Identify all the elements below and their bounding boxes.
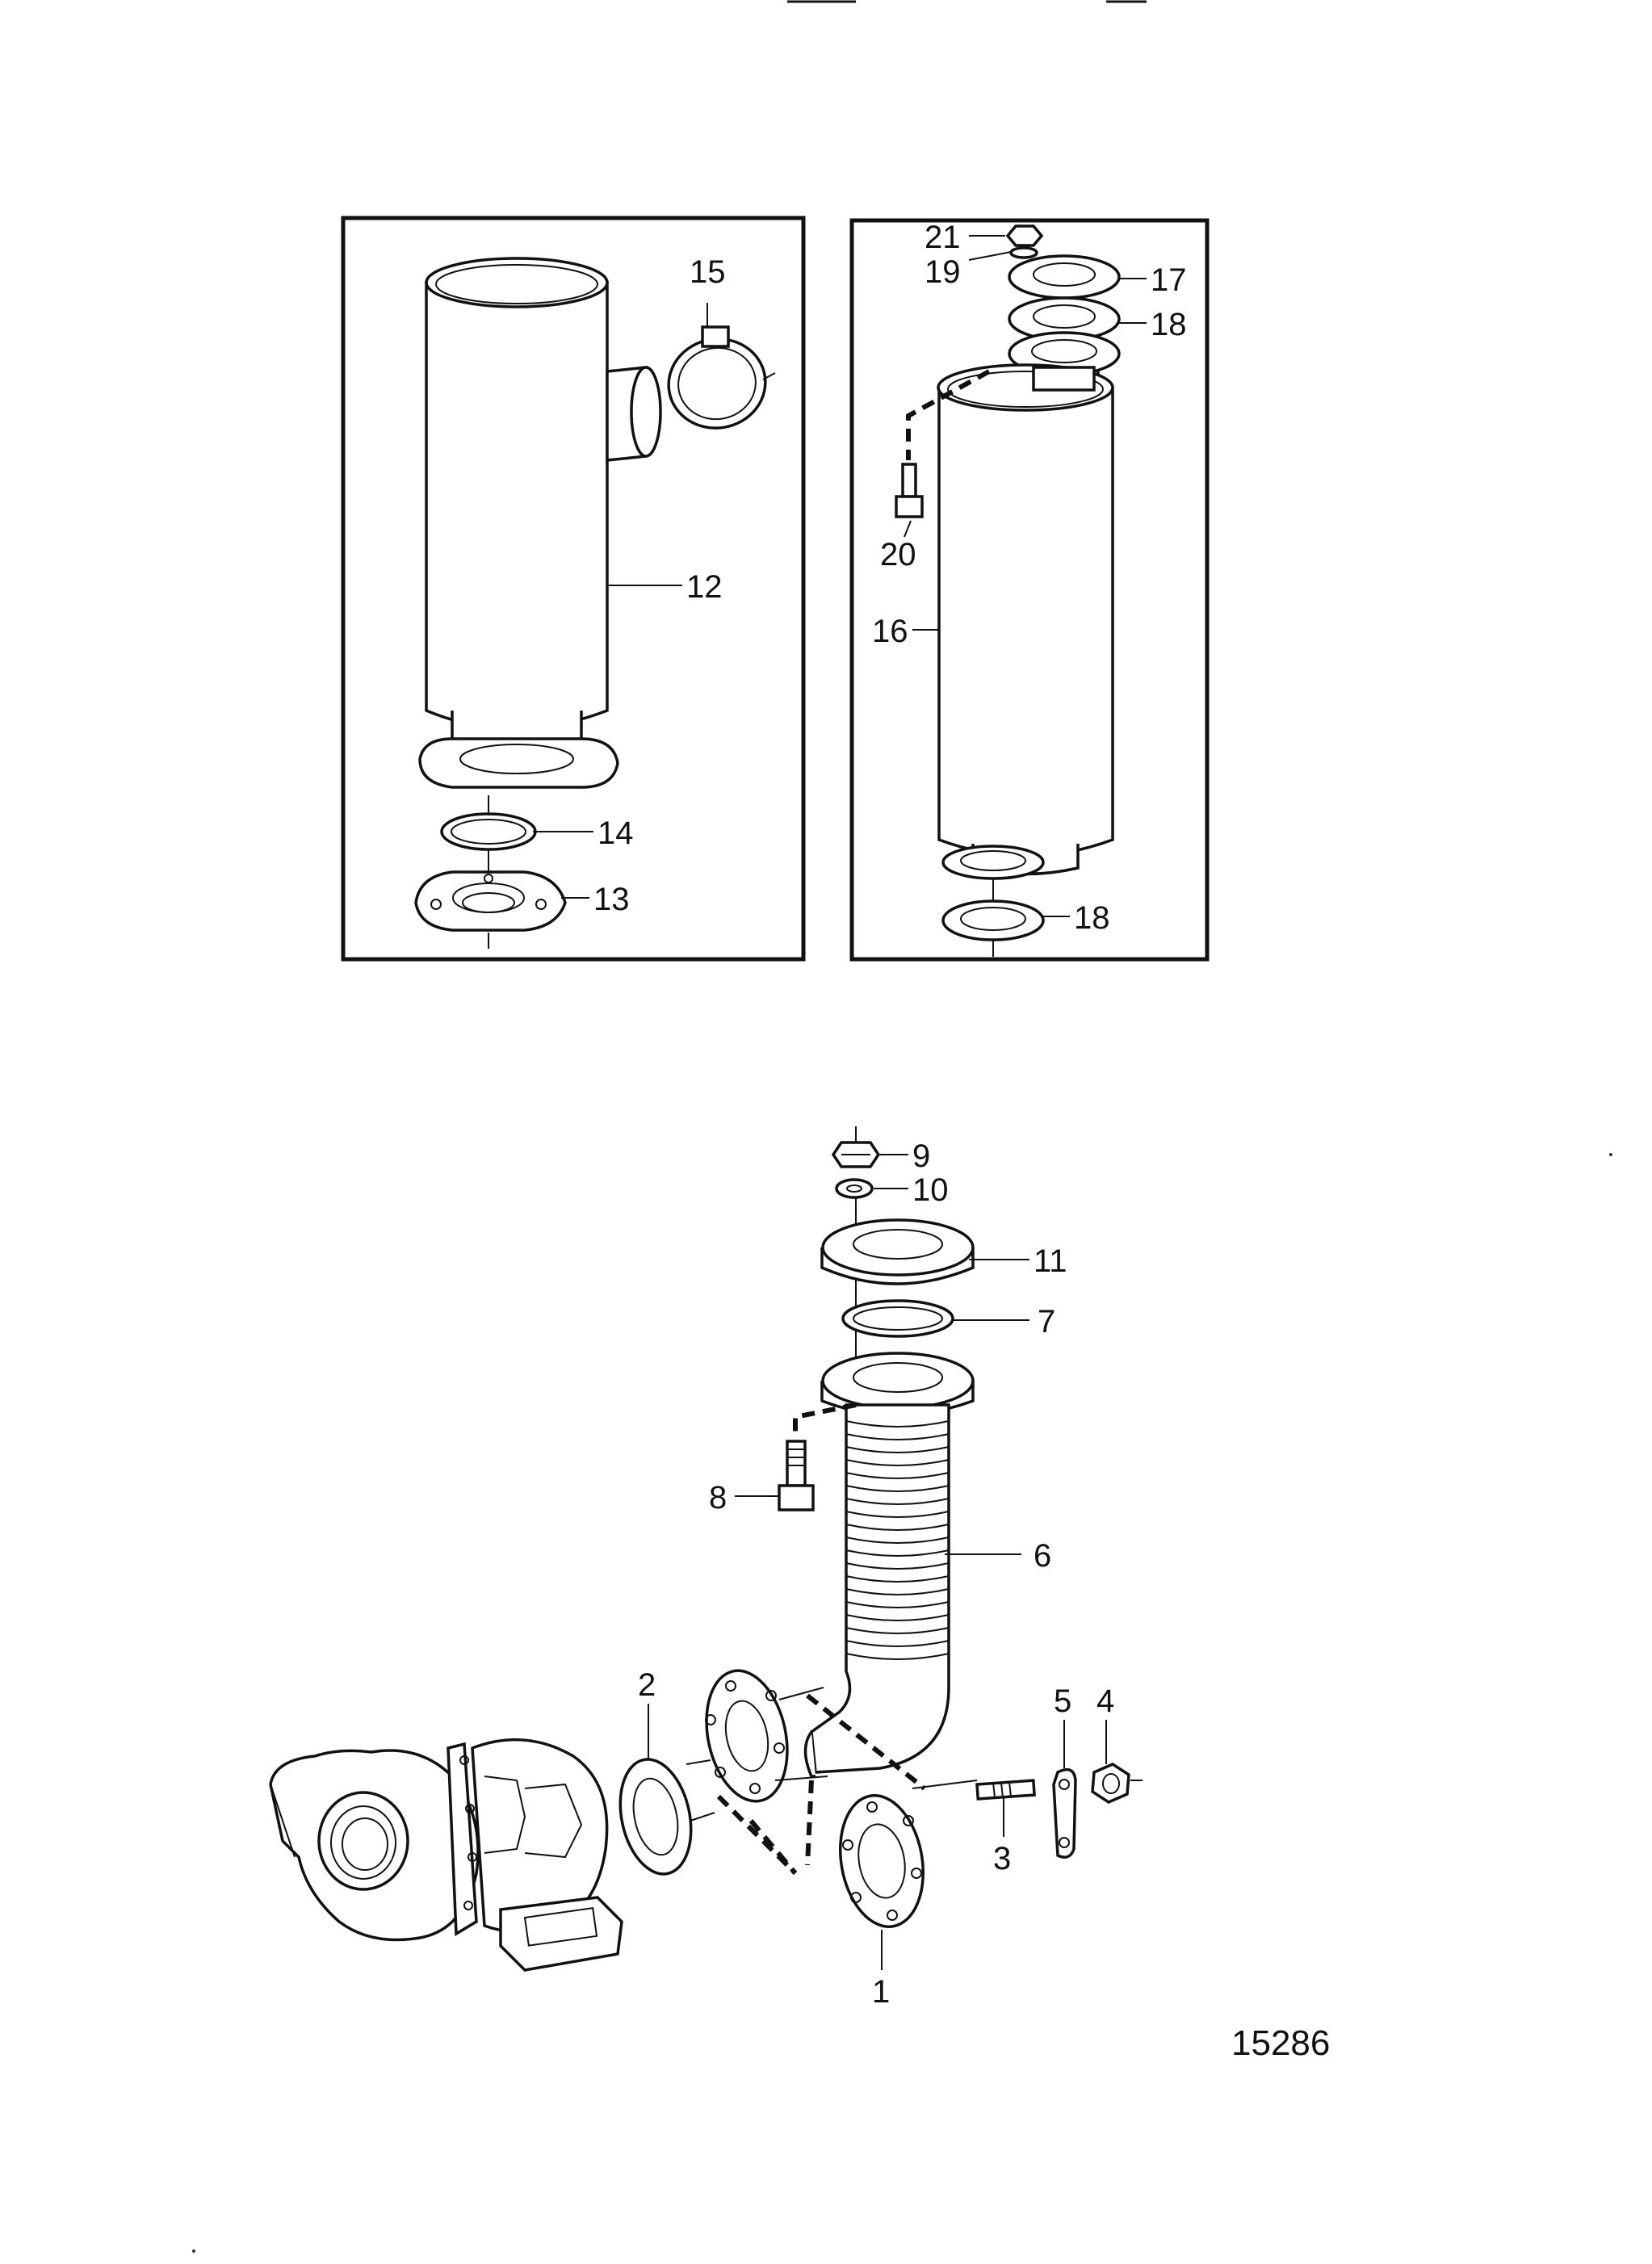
turbocharger xyxy=(269,1738,623,1972)
gasket xyxy=(440,812,537,851)
lock-nut xyxy=(1091,1763,1143,1804)
bellows-rib xyxy=(845,1562,950,1570)
bellows-rib xyxy=(845,1537,950,1544)
silencer-bottom-flange-b xyxy=(941,845,1045,880)
callout-4: 4 xyxy=(1096,1683,1114,1719)
bellows-rib xyxy=(845,1653,950,1660)
callout-20: 20 xyxy=(880,537,916,572)
bellows-rib xyxy=(845,1433,950,1440)
callout-8: 8 xyxy=(709,1480,727,1516)
hose-clamp xyxy=(667,325,776,430)
callout-2: 2 xyxy=(638,1667,656,1703)
scan-specks xyxy=(192,1153,1612,2253)
bellows-rib xyxy=(845,1524,950,1531)
callout-16: 16 xyxy=(872,614,908,649)
bellows-rib xyxy=(845,1614,950,1621)
inset-box-silencer-a xyxy=(341,216,806,962)
callout-15: 15 xyxy=(690,254,726,290)
callout-18-lower: 18 xyxy=(1074,900,1110,936)
bellows-rib xyxy=(845,1588,950,1595)
turbo-gasket xyxy=(618,1758,693,1876)
flange-gasket xyxy=(841,1299,954,1338)
flange xyxy=(414,870,567,932)
bellows-rib xyxy=(845,1459,950,1466)
bellows-rib xyxy=(845,1446,950,1453)
callout-9: 9 xyxy=(912,1138,930,1174)
lock-plate xyxy=(1052,1767,1077,1859)
bellows-rib xyxy=(845,1627,950,1634)
upper-gasket xyxy=(1008,296,1121,342)
callout-13: 13 xyxy=(593,882,630,917)
bellows-rib xyxy=(845,1498,950,1505)
callout-5: 5 xyxy=(1054,1683,1071,1719)
bellows-rib xyxy=(845,1485,950,1492)
bellows-rib xyxy=(845,1472,950,1479)
nut xyxy=(831,1141,881,1168)
callout-17: 17 xyxy=(1151,262,1187,298)
callout-labels: 12 15 14 13 21 19 17 18 20 16 18 9 10 11… xyxy=(593,220,1330,2063)
callout-18-upper: 18 xyxy=(1151,307,1187,342)
silencer-body xyxy=(425,257,662,761)
callout-6: 6 xyxy=(1034,1538,1051,1574)
callout-10: 10 xyxy=(912,1172,949,1208)
callout-14: 14 xyxy=(597,815,634,851)
callout-21: 21 xyxy=(925,220,961,255)
adapter-flange xyxy=(838,1794,925,1928)
silencer-body-b xyxy=(937,363,1114,876)
bellows-rib xyxy=(845,1549,950,1557)
silencer-bottom-flange xyxy=(418,737,619,789)
bellows-rib xyxy=(845,1601,950,1608)
callout-19: 19 xyxy=(925,254,961,290)
figure-number: 15286 xyxy=(1231,2023,1330,2063)
stud xyxy=(975,1779,1036,1801)
callout-11: 11 xyxy=(1034,1243,1067,1279)
bolt xyxy=(895,463,924,518)
flexible-bellows-pipe xyxy=(803,1403,950,1778)
callout-12: 12 xyxy=(686,569,723,605)
lower-gasket xyxy=(941,899,1045,941)
bellows-rib xyxy=(845,1575,950,1583)
leader-lines xyxy=(533,235,1147,1970)
bellows-rib xyxy=(845,1511,950,1518)
callout-7: 7 xyxy=(1038,1304,1055,1340)
nut-and-washer xyxy=(1005,224,1044,259)
bellows-rib xyxy=(845,1420,950,1428)
elbow-inlet-flange xyxy=(705,1669,828,1803)
main-exhaust-assembly xyxy=(269,1126,1143,1972)
inset-box-silencer-b xyxy=(849,218,1210,962)
clamp-flange xyxy=(820,1218,975,1285)
top-flange xyxy=(1008,254,1121,300)
callout-1: 1 xyxy=(872,1974,890,2010)
bellows-rib xyxy=(845,1640,950,1647)
callout-3: 3 xyxy=(993,1841,1011,1876)
washer xyxy=(835,1178,874,1199)
flange-bolt xyxy=(778,1440,815,1511)
